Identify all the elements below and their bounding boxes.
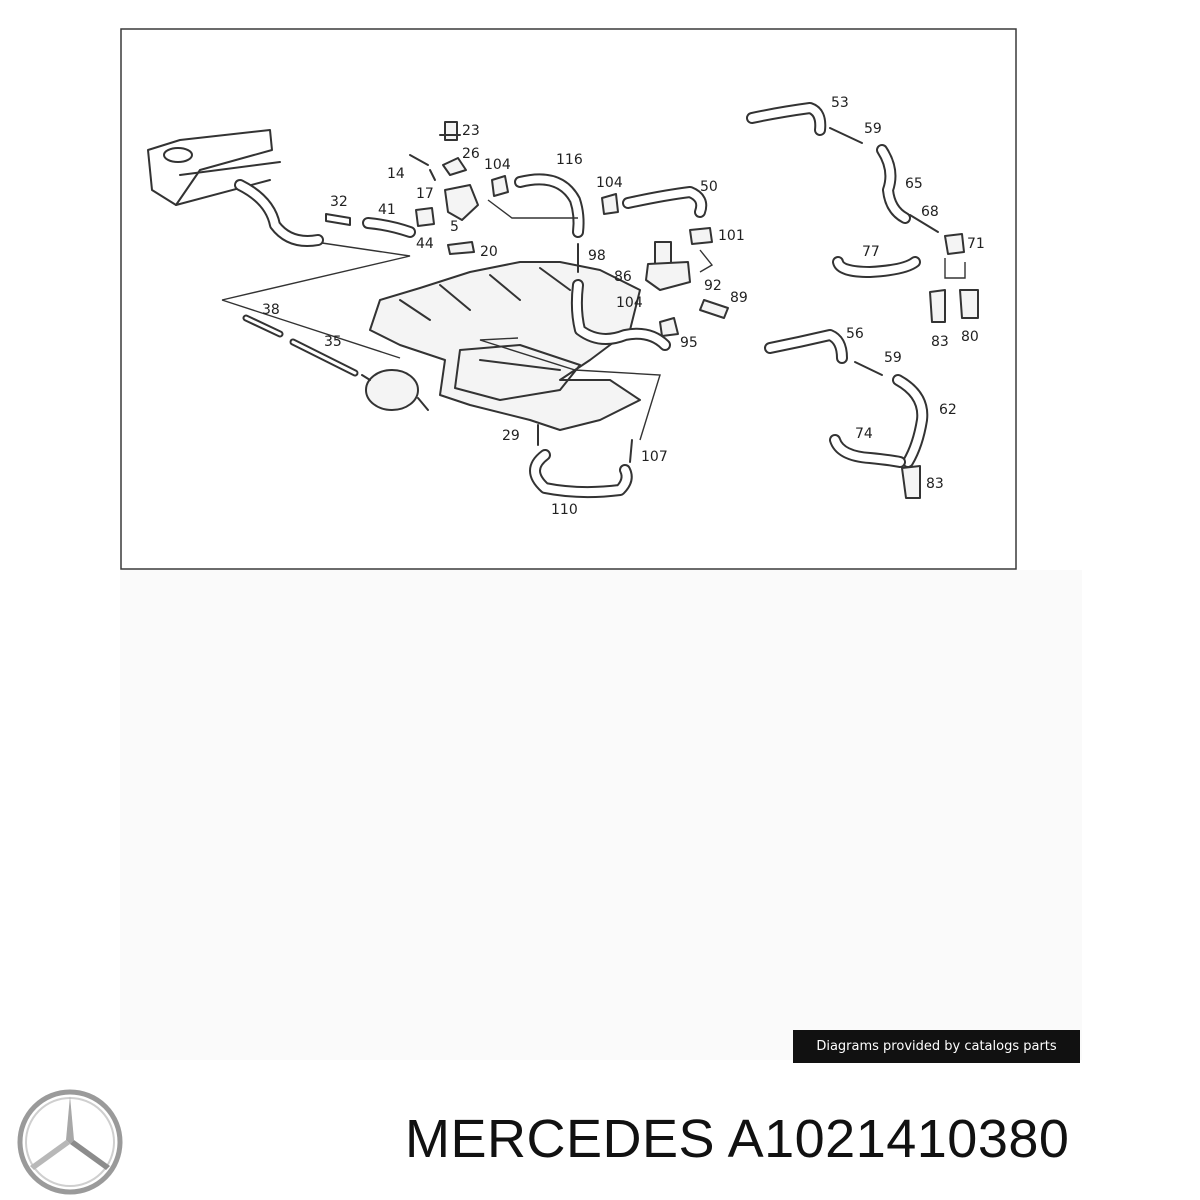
- callout-labels: 23 26 104 116 14 17 104 50 32 41 5 44 20…: [262, 95, 985, 518]
- diagram-background-area: [120, 570, 1082, 1060]
- callout: 74: [855, 426, 873, 442]
- callout: 80: [961, 329, 979, 345]
- mercedes-star-icon: [17, 1089, 123, 1195]
- clip-104c: [659, 317, 679, 337]
- brand-name: MERCEDES: [405, 1109, 716, 1169]
- callout: 62: [939, 402, 957, 418]
- rod-35: [289, 338, 359, 377]
- callout: 32: [330, 194, 348, 210]
- valve-86: [645, 227, 713, 291]
- fitting-68: [909, 214, 939, 233]
- callout: 83: [926, 476, 944, 492]
- hose-50: [622, 186, 708, 218]
- callout: 68: [921, 204, 939, 220]
- leader-92: [699, 249, 714, 273]
- diagram-frame: [120, 28, 1017, 570]
- callout: 35: [324, 334, 342, 350]
- callout: 98: [588, 248, 606, 264]
- callout: 50: [700, 179, 718, 195]
- clip-104b: [601, 193, 619, 215]
- callout: 101: [718, 228, 745, 244]
- callout: 71: [967, 236, 985, 252]
- canister: [361, 369, 429, 411]
- valve-cluster: [409, 121, 509, 255]
- callout: 59: [864, 121, 882, 137]
- callout: 110: [551, 502, 578, 518]
- bolt-89: [699, 299, 729, 319]
- callout: 65: [905, 176, 923, 192]
- callout: 107: [641, 449, 668, 465]
- callout: 53: [831, 95, 849, 111]
- hose-110: [529, 449, 633, 499]
- rod-38: [242, 314, 284, 338]
- attribution-badge: Diagrams provided by catalogs parts: [793, 1030, 1080, 1063]
- hose-53: [746, 102, 827, 136]
- leader-group-b: [221, 299, 401, 359]
- callout: 44: [416, 236, 434, 252]
- hose-56: [764, 329, 848, 364]
- callout: 83: [931, 334, 949, 350]
- callout: 23: [462, 123, 480, 139]
- leader-116: [487, 199, 578, 219]
- callout: 56: [846, 326, 864, 342]
- callout: 104: [484, 157, 511, 173]
- hose-62: [892, 374, 929, 468]
- callout: 77: [862, 244, 880, 260]
- fitting-32: [325, 213, 351, 226]
- fitting-107: [629, 439, 633, 463]
- callout: 95: [680, 335, 698, 351]
- fitting-59b: [854, 361, 883, 376]
- callout: 92: [704, 278, 722, 294]
- callout: 5: [450, 219, 459, 235]
- hose-65: [876, 144, 911, 224]
- part-number: A1021410380: [727, 1109, 1070, 1169]
- callout: 20: [480, 244, 498, 260]
- fitting-59a: [829, 127, 863, 144]
- valve-83b: [901, 465, 921, 499]
- callout: 17: [416, 186, 434, 202]
- engine-block: [147, 129, 281, 206]
- callout: 14: [387, 166, 405, 182]
- callout: 104: [596, 175, 623, 191]
- callout: 104: [616, 295, 643, 311]
- callout: 86: [614, 269, 632, 285]
- callout: 116: [556, 152, 583, 168]
- hose-77: [832, 256, 921, 278]
- callout: 38: [262, 302, 280, 318]
- hose-74: [829, 434, 906, 468]
- hose-116: [514, 173, 585, 238]
- pipe-left: [234, 179, 324, 247]
- callout: 89: [730, 290, 748, 306]
- callout: 26: [462, 146, 480, 162]
- callout: 59: [884, 350, 902, 366]
- hose-41: [362, 217, 416, 238]
- part-caption: MERCEDES A1021410380: [405, 1108, 1195, 1178]
- hose-95: [570, 279, 671, 351]
- tee-71: [929, 233, 979, 323]
- callout: 29: [502, 428, 520, 444]
- leader-group-a: [221, 242, 411, 301]
- leader-gasket: [479, 337, 661, 441]
- callout: 41: [378, 202, 396, 218]
